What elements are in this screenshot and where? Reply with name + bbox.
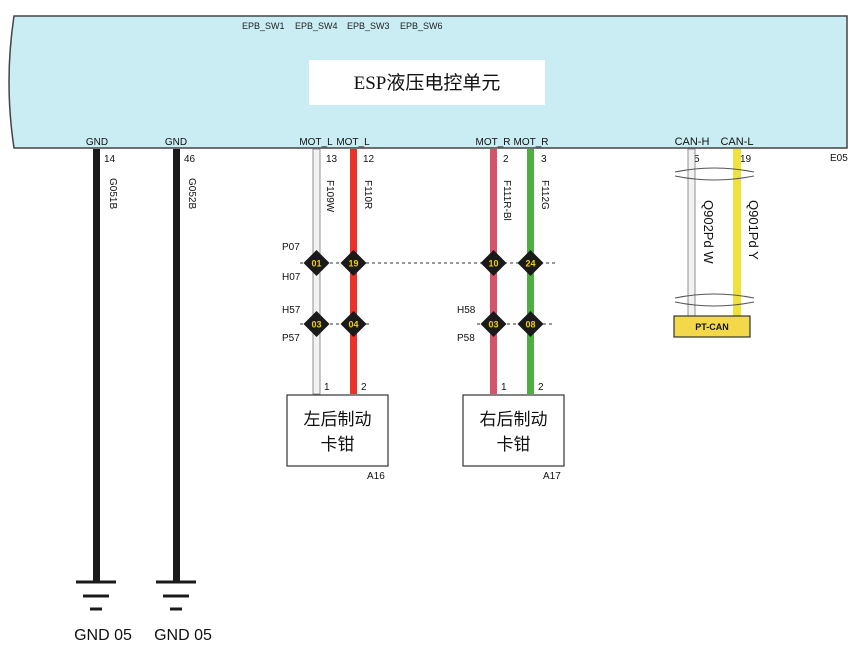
pin-name-gnd-1: GND bbox=[86, 137, 108, 148]
left-rear-caliper-line1: 左后制动 bbox=[304, 410, 372, 429]
wire-code-f110r: F110R bbox=[362, 180, 373, 209]
splice-lower-1: 03 bbox=[303, 311, 330, 337]
splice-lower-4: 08 bbox=[517, 311, 544, 337]
pin-num-13: 13 bbox=[326, 154, 338, 165]
splice-upper-1-label: 01 bbox=[311, 259, 321, 269]
splice-lower-4-label: 08 bbox=[525, 320, 535, 330]
pt-can-label: PT-CAN bbox=[695, 322, 729, 332]
pin-name-can-l: CAN-L bbox=[720, 136, 753, 148]
wire-code-g051b: G051B bbox=[107, 178, 118, 209]
pt-can-box bbox=[673, 315, 751, 338]
wire-code-f112g: F112G bbox=[539, 180, 550, 210]
pin-num-14: 14 bbox=[104, 154, 116, 165]
wire-q902pd-w bbox=[687, 148, 696, 318]
splice-lower-1-label: 03 bbox=[311, 320, 321, 330]
ground-label-1: GND 05 bbox=[74, 627, 132, 644]
splice-upper-2: 19 bbox=[340, 250, 367, 276]
pin-num-12: 12 bbox=[363, 154, 375, 165]
splice-lower-3: 03 bbox=[480, 311, 507, 337]
ground-symbol-1 bbox=[76, 580, 116, 611]
top-label-epb-sw1: EPB_SW1 bbox=[242, 21, 285, 31]
pin-num-46: 46 bbox=[184, 154, 196, 165]
twisted-pair-mark-top bbox=[674, 167, 755, 181]
top-label-epb-sw3: EPB_SW3 bbox=[347, 21, 390, 31]
splice-lower-3-label: 03 bbox=[488, 320, 498, 330]
pin-num-3: 3 bbox=[541, 154, 547, 165]
splice-upper-4: 24 bbox=[517, 250, 544, 276]
module-title-box bbox=[309, 60, 545, 105]
pin-name-can-h: CAN-H bbox=[675, 136, 710, 148]
wire-g051b bbox=[93, 149, 100, 581]
ground-label-2: GND 05 bbox=[154, 627, 212, 644]
wire-code-q901pd-y: Q901Pd Y bbox=[746, 200, 761, 260]
connector-id: E05 bbox=[830, 153, 848, 164]
top-label-epb-sw6: EPB_SW6 bbox=[400, 21, 443, 31]
pin-num-5: 5 bbox=[694, 154, 700, 165]
a17-pin-1: 1 bbox=[501, 382, 507, 393]
pin-name-mot-l-2: MOT_L bbox=[336, 137, 370, 148]
ground-symbol-2 bbox=[156, 580, 196, 611]
a16-pin-1: 1 bbox=[324, 382, 330, 393]
component-id-a17: A17 bbox=[543, 471, 561, 482]
pin-name-mot-l-1: MOT_L bbox=[299, 137, 333, 148]
wire-code-q902pd-w: Q902Pd W bbox=[701, 200, 716, 264]
component-id-a16: A16 bbox=[367, 471, 385, 482]
module-title: ESP液压电控单元 bbox=[354, 72, 501, 94]
right-rear-caliper-line1: 右后制动 bbox=[480, 410, 548, 429]
wire-code-f109w: F109W bbox=[324, 180, 335, 213]
wire-q901pd-y bbox=[733, 149, 741, 317]
pin-num-2: 2 bbox=[503, 154, 509, 165]
connector-label-h07: H07 bbox=[282, 272, 301, 283]
pin-name-mot-r-2: MOT_R bbox=[514, 137, 549, 148]
connector-label-p58: P58 bbox=[457, 333, 475, 344]
twisted-pair-mark-bottom bbox=[674, 293, 755, 307]
left-rear-caliper-box bbox=[286, 394, 389, 467]
a17-pin-2: 2 bbox=[538, 382, 544, 393]
right-rear-caliper-line2: 卡钳 bbox=[497, 435, 531, 454]
splice-lower-2-label: 04 bbox=[348, 320, 358, 330]
pin-num-19: 19 bbox=[740, 154, 752, 165]
right-rear-caliper-box bbox=[462, 394, 565, 467]
connector-label-p57: P57 bbox=[282, 333, 300, 344]
splice-upper-1: 01 bbox=[303, 250, 330, 276]
a16-pin-2: 2 bbox=[361, 382, 367, 393]
splice-upper-3-label: 10 bbox=[488, 259, 498, 269]
left-rear-caliper-line2: 卡钳 bbox=[321, 435, 355, 454]
connector-label-h58: H58 bbox=[457, 305, 476, 316]
splice-lower-2: 04 bbox=[340, 311, 367, 337]
splice-upper-3: 10 bbox=[480, 250, 507, 276]
connector-label-h57: H57 bbox=[282, 305, 301, 316]
pin-name-gnd-2: GND bbox=[165, 137, 187, 148]
splice-upper-4-label: 24 bbox=[525, 259, 535, 269]
wire-code-g052b: G052B bbox=[186, 178, 197, 209]
wire-g052b bbox=[173, 149, 180, 581]
top-label-epb-sw4: EPB_SW4 bbox=[295, 21, 338, 31]
connector-label-p07: P07 bbox=[282, 242, 300, 253]
pin-name-mot-r-1: MOT_R bbox=[476, 137, 511, 148]
splice-upper-2-label: 19 bbox=[348, 259, 358, 269]
wire-code-f111r-bl: F111R-Bl bbox=[501, 180, 512, 221]
